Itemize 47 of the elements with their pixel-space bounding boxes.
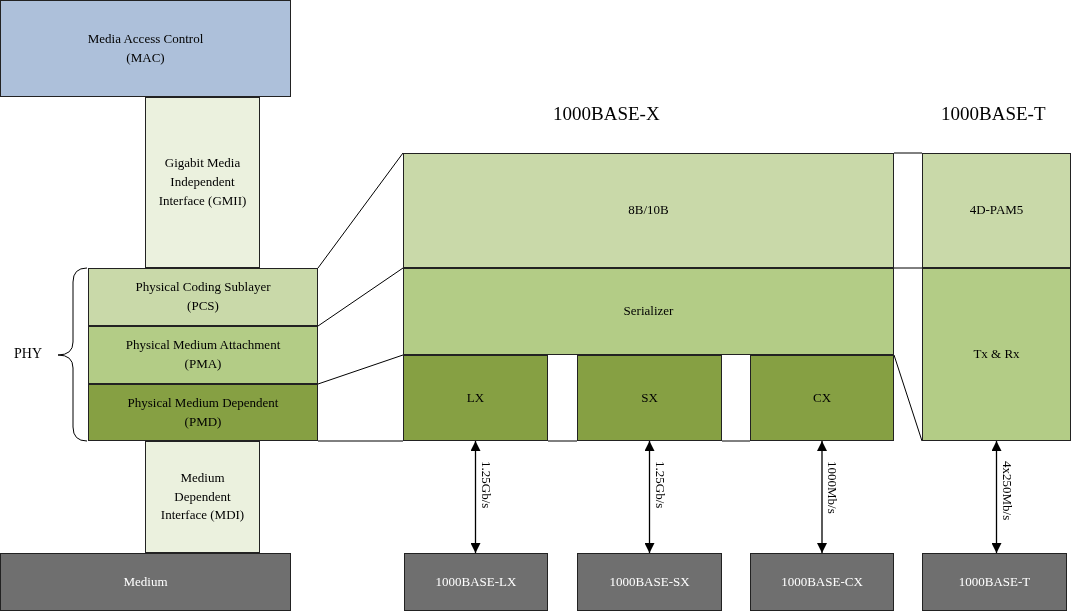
layer-label: Physical Medium Attachment (PMA) xyxy=(124,336,282,373)
layer-box xyxy=(403,153,894,268)
medium-box xyxy=(577,553,722,611)
layer-label: 1000BASE-T xyxy=(957,572,1032,591)
interface-box xyxy=(145,441,260,553)
layer-label: LX xyxy=(465,388,486,407)
double-arrow xyxy=(644,440,655,554)
double-arrow xyxy=(991,440,1002,554)
column-heading: 1000BASE-T xyxy=(941,103,1046,125)
layer-box xyxy=(403,355,548,441)
layer-box xyxy=(577,355,722,441)
medium-box xyxy=(404,553,548,611)
layer-label: Physical Coding Sublayer (PCS) xyxy=(134,278,272,315)
layer-label: 1000BASE-CX xyxy=(780,572,864,591)
medium-box xyxy=(750,553,894,611)
interface-box xyxy=(145,97,260,268)
group-label: PHY xyxy=(14,346,42,362)
layer-label: Media Access Control (MAC) xyxy=(86,29,205,67)
double-arrow xyxy=(817,440,827,554)
medium-box xyxy=(0,553,291,611)
layer-box xyxy=(922,153,1071,268)
layer-box xyxy=(0,0,291,97)
layer-box xyxy=(922,268,1071,441)
edge-label: 1.25Gb/s xyxy=(651,461,668,509)
layer-label: Physical Medium Dependent (PMD) xyxy=(126,393,280,431)
layer-box xyxy=(403,268,894,355)
double-arrow xyxy=(470,440,481,554)
layer-box xyxy=(88,268,318,326)
medium-box xyxy=(922,553,1067,611)
layer-box xyxy=(88,384,318,441)
edge-label: 1.25Gb/s xyxy=(477,461,494,509)
layer-label: Medium Dependent Interface (MDI) xyxy=(159,468,246,525)
layer-label: Serializer xyxy=(622,302,675,321)
layer-label: 1000BASE-LX xyxy=(434,572,518,591)
edge-label: 1000Mb/s xyxy=(824,461,840,514)
layer-box xyxy=(88,326,318,384)
layer-label: 1000BASE-SX xyxy=(608,572,691,591)
layer-label: 4D-PAM5 xyxy=(968,201,1025,220)
layer-label: Tx & Rx xyxy=(972,345,1021,364)
layer-label: SX xyxy=(640,388,659,407)
layer-label: Medium xyxy=(122,572,169,591)
column-heading: 1000BASE-X xyxy=(553,103,660,125)
layer-label: 8B/10B xyxy=(627,201,670,220)
layer-box xyxy=(750,355,894,441)
layer-label: Gigabit Media Independent Interface (GMII) xyxy=(157,154,248,210)
layer-label: CX xyxy=(811,388,833,407)
edge-label: 4x250Mb/s xyxy=(998,461,1015,521)
